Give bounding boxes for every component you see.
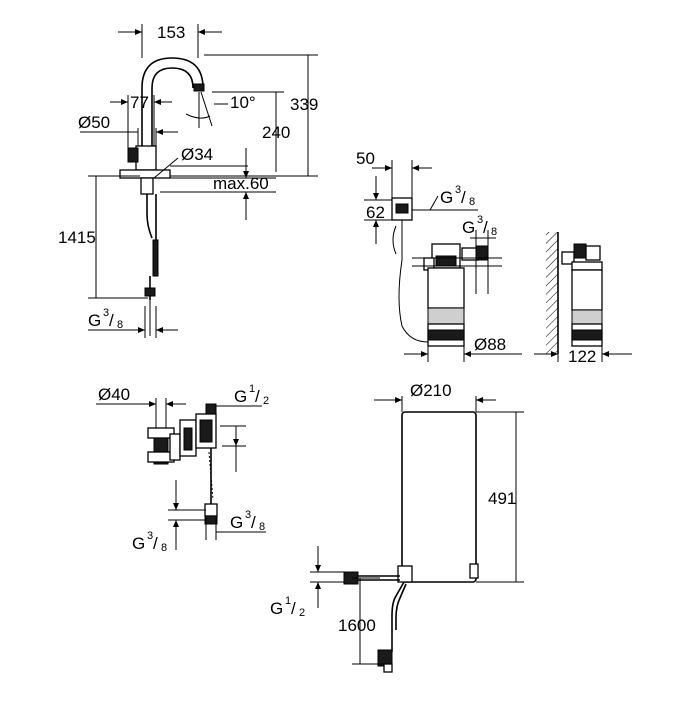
filter-view: 50 62 G 3 / 8 G 3 / 8 [356, 149, 632, 366]
tank-thread-num: 1 [285, 595, 291, 607]
svg-text:/: / [483, 218, 488, 237]
valve-right-num: 3 [245, 509, 251, 521]
dim-filter-62-label: 62 [366, 203, 385, 222]
svg-text:/: / [109, 311, 114, 330]
dim-tank-210: Ø210 [374, 381, 496, 412]
thread1-g: G [440, 188, 453, 207]
dim-77-label: 77 [130, 93, 149, 112]
dim-valve-40: Ø40 [96, 385, 186, 428]
dim-tank-491: 491 [476, 411, 524, 583]
dim-diameter-50-label: Ø50 [78, 113, 110, 132]
filter-side-view [546, 232, 603, 354]
dim-diameter-50: Ø50 [78, 113, 178, 146]
thread-g: G [88, 311, 101, 330]
dim-angle: 10° [185, 91, 256, 128]
valve-right-g: G [230, 513, 243, 532]
dim-filter-50-label: 50 [356, 149, 375, 168]
dim-tank-210-label: Ø210 [410, 381, 452, 400]
thread2-den: 8 [491, 226, 497, 238]
tank-body [343, 411, 479, 673]
dim-max-60: max.60 [120, 148, 276, 220]
svg-text:/: / [291, 599, 296, 618]
dim-filter-122-label: 122 [568, 347, 596, 366]
thread1-num: 3 [455, 184, 461, 196]
dim-filter-122: 122 [534, 346, 632, 366]
tank-thread-den: 2 [299, 607, 305, 619]
svg-text:/: / [251, 513, 256, 532]
dim-153: 153 [118, 23, 222, 58]
dim-valve-thread-left: G 3 / 8 [132, 480, 206, 554]
dim-filter-50: 50 [356, 149, 432, 198]
thread2-g: G [462, 218, 475, 237]
thread-num: 3 [103, 307, 109, 319]
dim-filter-thread-2: G 3 / 8 [412, 214, 502, 294]
dim-diameter-34-label: Ø34 [181, 145, 213, 164]
tank-thread-g: G [270, 599, 283, 618]
dim-153-label: 153 [157, 23, 185, 42]
thread1-den: 8 [469, 196, 475, 208]
dim-filter-88: Ø88 [404, 335, 522, 362]
dim-tank-thread: G 1 / 2 [270, 546, 344, 619]
dim-angle-label: 10° [230, 93, 256, 112]
dim-77: 77 [110, 93, 172, 150]
dim-filter-62: 62 [364, 176, 392, 244]
thread2-num: 3 [477, 214, 483, 226]
thread-den: 8 [117, 319, 123, 331]
valve-left-num: 3 [147, 530, 153, 542]
dim-valve-40-label: Ø40 [98, 385, 130, 404]
valve-top-g: G [234, 387, 247, 406]
dim-tank-1600: 1600 [338, 577, 384, 665]
svg-text:/: / [153, 534, 158, 553]
svg-text:/: / [255, 387, 260, 406]
tank-view: Ø210 491 G 1 / 2 1600 [270, 381, 524, 673]
dim-valve-thread-top: G 1 / 2 [216, 383, 269, 472]
dim-1415: 1415 [58, 175, 148, 299]
dim-faucet-thread: G 3 / 8 [88, 306, 178, 338]
valve-top-num: 1 [249, 383, 255, 395]
dim-339-label: 339 [290, 95, 318, 114]
dim-240-label: 240 [262, 123, 290, 142]
faucet-view: 153 339 77 10° [58, 23, 318, 338]
valve-right-den: 8 [259, 521, 265, 533]
dim-valve-thread-right: G 3 / 8 [205, 509, 266, 540]
dim-filter-88-label: Ø88 [474, 335, 506, 354]
dim-diameter-34: Ø34 [153, 145, 248, 179]
valve-left-den: 8 [161, 542, 167, 554]
valve-left-g: G [132, 534, 145, 553]
dim-tank-1600-label: 1600 [338, 616, 376, 635]
valve-assembly [147, 403, 218, 525]
dim-max-60-label: max.60 [213, 174, 269, 193]
valve-top-den: 2 [263, 395, 269, 407]
valve-view: Ø40 G 1 / 2 G 3 / 8 [96, 383, 269, 554]
dim-1415-label: 1415 [58, 228, 96, 247]
svg-text:/: / [461, 188, 466, 207]
dim-tank-491-label: 491 [488, 489, 516, 508]
filter-cartridge [423, 243, 489, 347]
dim-240: 240 [212, 91, 290, 172]
dim-filter-thread-1: G 3 / 8 [412, 184, 478, 211]
